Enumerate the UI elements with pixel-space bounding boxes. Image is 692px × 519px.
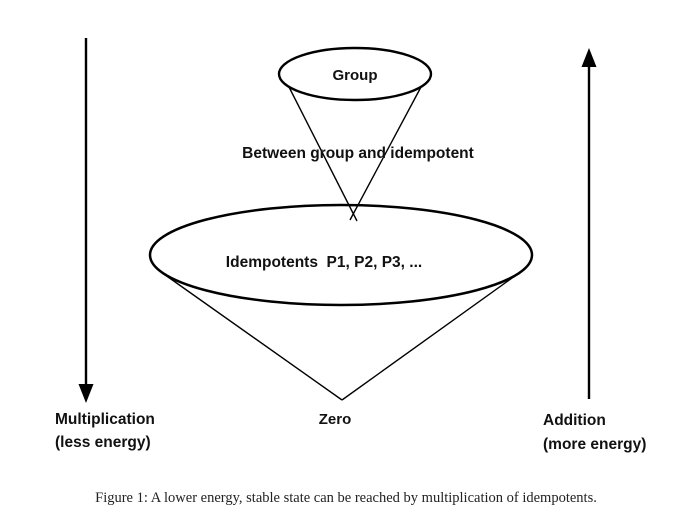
arrow-down-icon [78, 384, 94, 403]
more-energy-label: (more energy) [543, 436, 646, 453]
lower-cone-right-edge [341, 272, 520, 401]
multiplication-label: Multiplication [55, 411, 155, 428]
upper-cone-left-edge [288, 86, 358, 222]
group-ellipse [277, 46, 433, 102]
lower-cone-left-edge [160, 271, 343, 401]
upper-cone-right-edge [349, 86, 422, 221]
between-group-idempotent-label: Between group and idempotent [242, 145, 474, 162]
zero-label: Zero [319, 411, 352, 428]
idempotents-label: Idempotents P1, P2, P3, ... [226, 254, 422, 271]
arrow-up-icon [581, 48, 597, 67]
figure-caption: Figure 1: A lower energy, stable state c… [95, 490, 597, 506]
group-label: Group [333, 67, 378, 84]
energy-cone-diagram: Group Between group and idempotent Idemp… [55, 38, 646, 453]
addition-label: Addition [543, 412, 606, 429]
idempotents-ellipse [148, 203, 534, 307]
less-energy-label: (less energy) [55, 434, 151, 451]
